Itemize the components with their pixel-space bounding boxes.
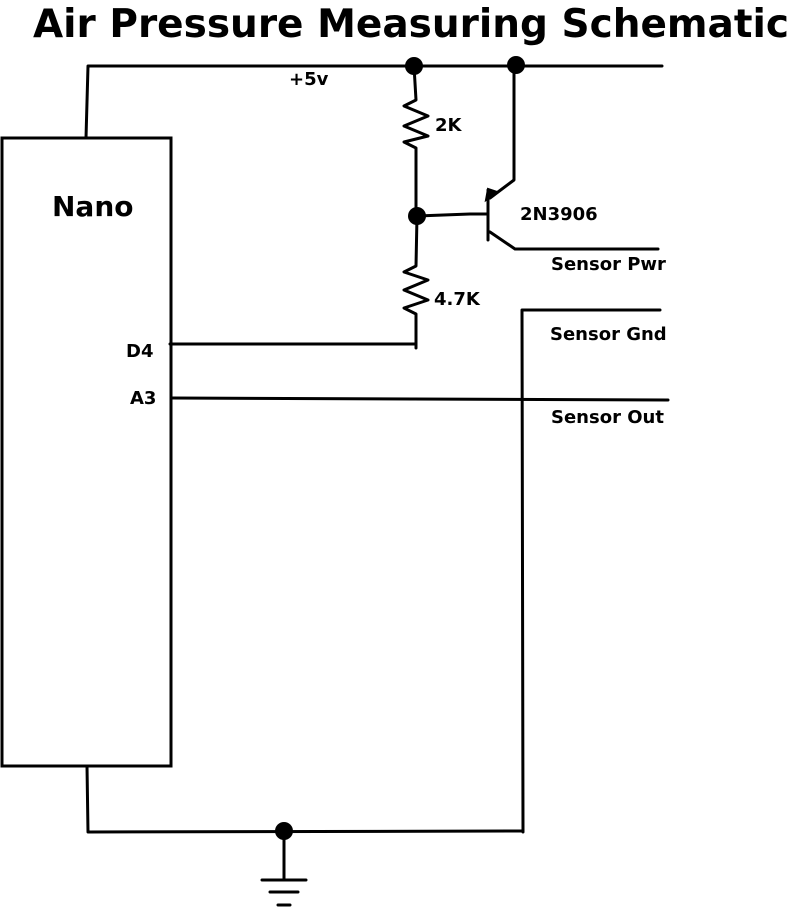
ground-rail-wire	[85, 764, 525, 834]
sensor-pwr-label: Sensor Pwr	[551, 254, 666, 275]
vcc-rail-wire	[84, 64, 664, 140]
nano-board	[0, 136, 173, 768]
a3-wire	[170, 396, 670, 402]
sensor-gnd-label: Sensor Gnd	[550, 324, 667, 345]
nano-label: Nano	[52, 190, 134, 223]
resistor-2k	[402, 64, 430, 212]
sensor-out-label: Sensor Out	[551, 407, 664, 428]
pin-a3-label: A3	[130, 388, 156, 409]
base-wire	[415, 212, 490, 218]
ground-icon	[260, 829, 308, 907]
vcc-label: +5v	[289, 69, 329, 90]
diagram-title: Air Pressure Measuring Schematic	[33, 2, 789, 47]
vcc-junction-right	[507, 56, 525, 74]
transistor-label: 2N3906	[520, 204, 598, 225]
pin-d4-label: D4	[126, 341, 153, 362]
transistor-2n3906	[484, 64, 660, 251]
sensor-gnd-wire	[520, 308, 662, 834]
resistor-2k-label: 2K	[435, 115, 463, 136]
resistor-4k7	[402, 214, 430, 350]
resistor-4k7-label: 4.7K	[434, 289, 481, 310]
